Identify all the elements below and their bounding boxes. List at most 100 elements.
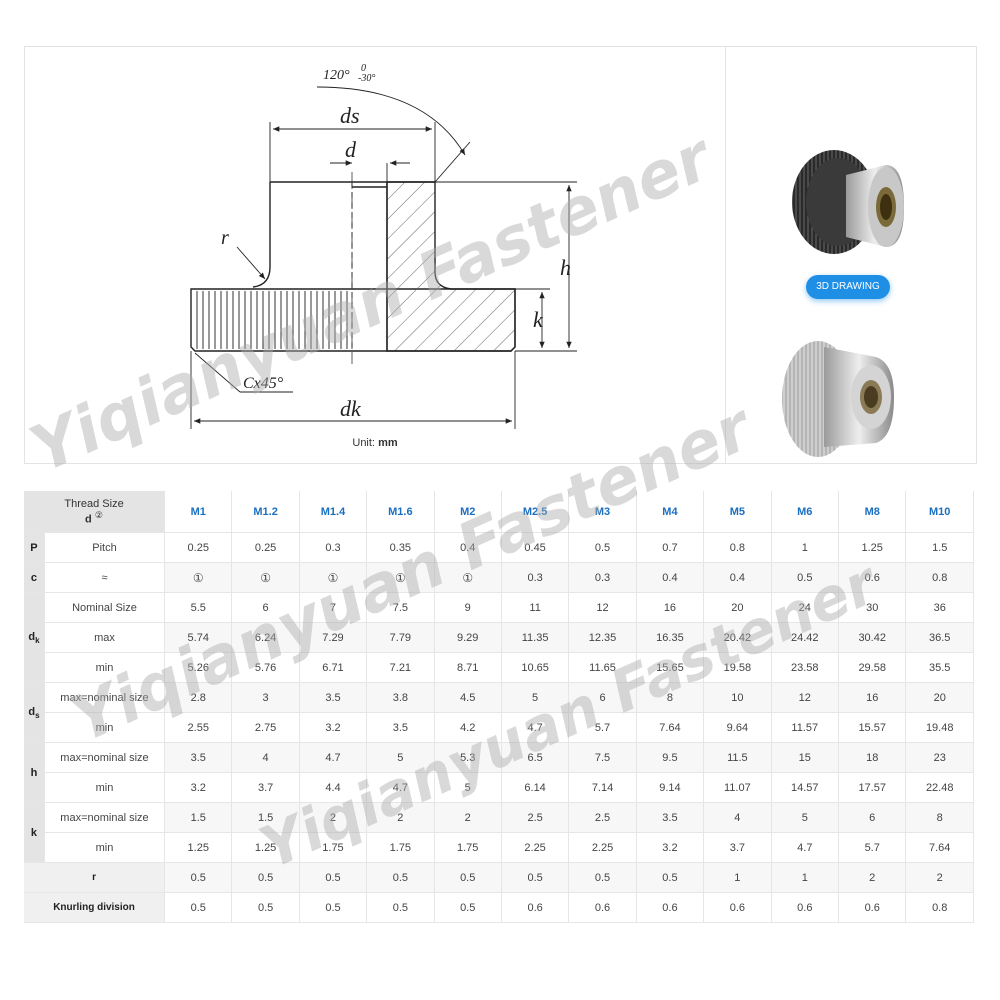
row-symbol-dk: dk xyxy=(24,592,45,683)
table-cell: 36 xyxy=(905,592,974,623)
table-cell: 3.5 xyxy=(164,742,233,773)
table-cell: 4.2 xyxy=(434,712,502,743)
table-cell: 18 xyxy=(838,742,907,773)
row-symbol-r: r xyxy=(24,862,166,893)
table-cell: ① xyxy=(231,562,300,593)
table-cell: 5.76 xyxy=(231,652,300,683)
table-cell: 0.4 xyxy=(703,562,772,593)
table-cell: 2 xyxy=(299,802,368,833)
thread-size-header: Thread Size d ② xyxy=(24,491,166,533)
table-cell: 12 xyxy=(568,592,637,623)
table-cell: 0.5 xyxy=(434,862,502,893)
row-label: Pitch xyxy=(44,532,166,563)
h-label: h xyxy=(560,255,571,280)
table-cell: 11 xyxy=(501,592,570,623)
table-cell: 1 xyxy=(771,862,840,893)
table-cell: 4 xyxy=(703,802,772,833)
knurled-nut-3d-render-dark xyxy=(792,150,904,254)
table-cell: 0.4 xyxy=(434,532,502,563)
table-cell: 0.5 xyxy=(231,862,300,893)
table-cell: 2.55 xyxy=(164,712,233,743)
row-symbol: c xyxy=(24,562,45,593)
table-cell: 7.14 xyxy=(568,772,637,803)
k-label: k xyxy=(533,307,544,332)
table-cell: 2 xyxy=(905,862,974,893)
table-cell: 0.5 xyxy=(164,862,233,893)
table-cell: 0.25 xyxy=(164,532,233,563)
table-cell: 3.8 xyxy=(366,682,435,713)
table-cell: 19.48 xyxy=(905,712,974,743)
row-symbol: P xyxy=(24,532,45,563)
table-cell: 0.5 xyxy=(771,562,840,593)
3d-drawing-button[interactable]: 3D DRAWING xyxy=(806,275,890,299)
table-cell: 3.2 xyxy=(636,832,705,863)
table-cell: 1.5 xyxy=(905,532,974,563)
table-cell: 30 xyxy=(838,592,907,623)
table-cell: 4.7 xyxy=(366,772,435,803)
table-cell: 4 xyxy=(231,742,300,773)
row-label: max xyxy=(44,622,166,653)
table-cell: 3.5 xyxy=(299,682,368,713)
table-cell: 16 xyxy=(636,592,705,623)
table-cell: 7.64 xyxy=(636,712,705,743)
table-cell: 0.5 xyxy=(366,892,435,923)
table-cell: 4.7 xyxy=(501,712,570,743)
table-cell: 0.6 xyxy=(771,892,840,923)
table-cell: 0.8 xyxy=(905,562,974,593)
table-cell: 1 xyxy=(771,532,840,563)
size-header: M8 xyxy=(838,491,907,533)
table-cell: 0.3 xyxy=(299,532,368,563)
table-cell: 2.25 xyxy=(501,832,570,863)
thread-size-title: Thread Size xyxy=(64,497,124,510)
table-cell: 0.4 xyxy=(636,562,705,593)
table-header-row: Thread Size d ② M1 M1.2 M1.4 M1.6 M2 M2.… xyxy=(24,491,974,533)
table-cell: 10.65 xyxy=(501,652,570,683)
table-cell: 0.5 xyxy=(568,862,637,893)
dk-label: dk xyxy=(340,396,362,421)
angle-tolerance-lower: -30° xyxy=(358,73,375,84)
table-cell: 9.29 xyxy=(434,622,502,653)
table-cell: 20 xyxy=(703,592,772,623)
table-cell: 0.5 xyxy=(164,892,233,923)
table-cell: 6.71 xyxy=(299,652,368,683)
table-cell: 22.48 xyxy=(905,772,974,803)
table-cell: 5.5 xyxy=(164,592,233,623)
table-cell: 0.6 xyxy=(703,892,772,923)
size-header: M3 xyxy=(568,491,637,533)
table-cell: 0.5 xyxy=(299,892,368,923)
table-cell: 2 xyxy=(434,802,502,833)
table-cell: 3.7 xyxy=(703,832,772,863)
table-cell: 0.25 xyxy=(231,532,300,563)
size-header: M6 xyxy=(771,491,840,533)
table-cell: 3.2 xyxy=(299,712,368,743)
table-cell: 0.7 xyxy=(636,532,705,563)
size-header: M10 xyxy=(905,491,974,533)
table-cell: 11.5 xyxy=(703,742,772,773)
table-cell: 16 xyxy=(838,682,907,713)
table-cell: 23 xyxy=(905,742,974,773)
table-cell: 3.7 xyxy=(231,772,300,803)
table-cell: 6.24 xyxy=(231,622,300,653)
table-cell: ① xyxy=(366,562,435,593)
size-header: M1 xyxy=(164,491,233,533)
ds-label: ds xyxy=(340,103,360,128)
table-cell: 1.75 xyxy=(299,832,368,863)
angle-label: 120° xyxy=(323,68,350,83)
table-cell: 7.64 xyxy=(905,832,974,863)
table-cell: 5 xyxy=(501,682,570,713)
size-header: M5 xyxy=(703,491,772,533)
table-cell: 2 xyxy=(838,862,907,893)
table-cell: 0.6 xyxy=(838,562,907,593)
table-cell: 14.57 xyxy=(771,772,840,803)
table-cell: 5.7 xyxy=(838,832,907,863)
row-symbol-h: h xyxy=(24,742,45,803)
table-cell: 17.57 xyxy=(838,772,907,803)
table-cell: 11.65 xyxy=(568,652,637,683)
chamfer-label: Cx45° xyxy=(243,375,284,392)
knurled-nut-drawing: 120° 0 -30° ds d r h k Cx45° dk xyxy=(190,63,577,429)
